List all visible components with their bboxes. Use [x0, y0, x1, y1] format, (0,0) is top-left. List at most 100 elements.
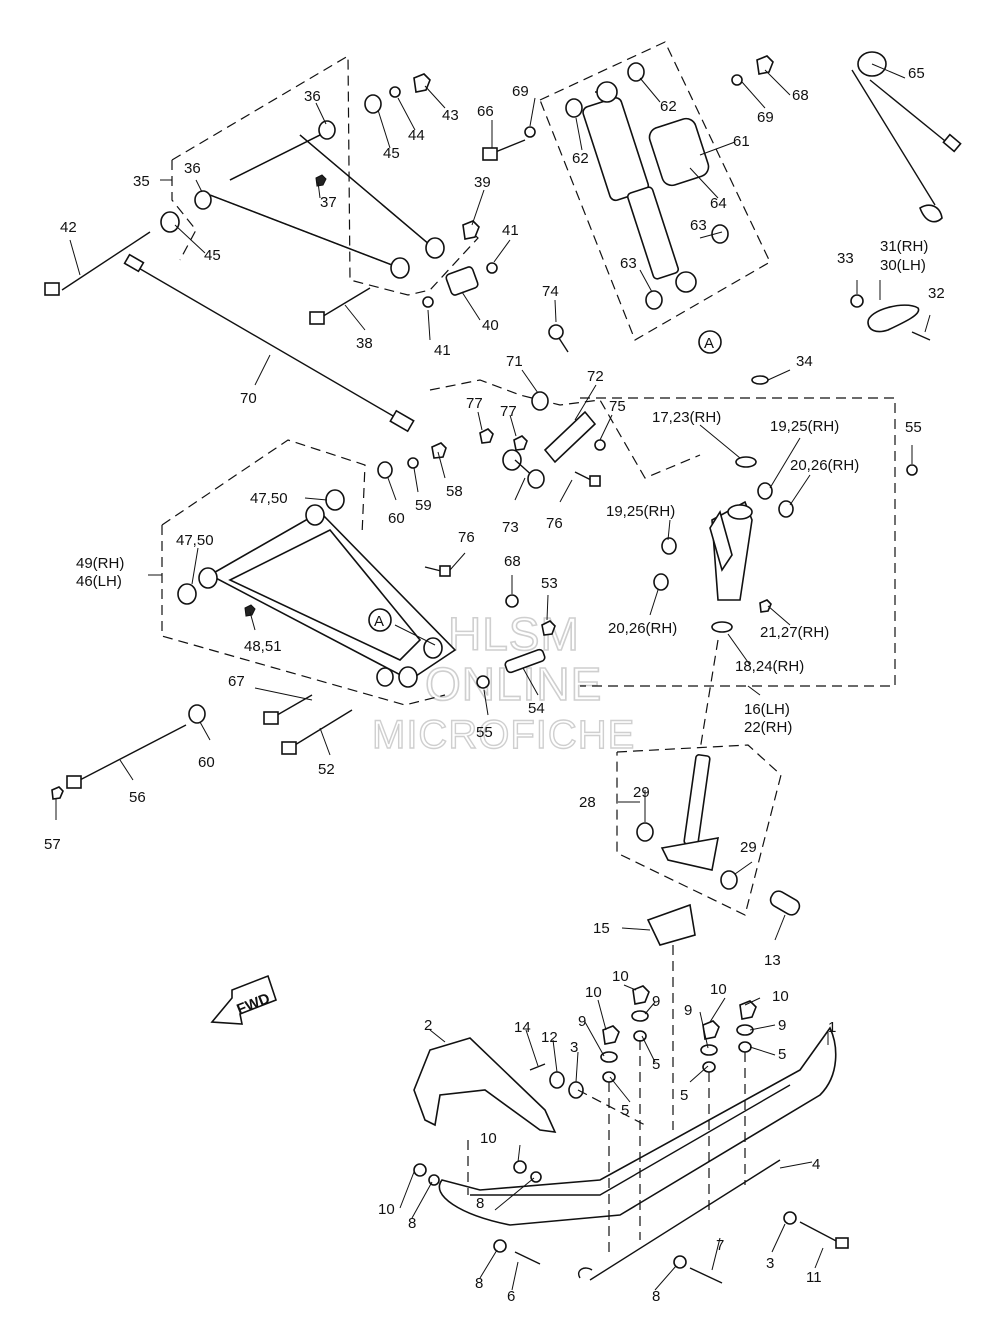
part-label: 16(LH) — [744, 701, 790, 718]
part-label: 9 — [778, 1017, 786, 1034]
part-label: 29 — [633, 784, 650, 801]
boundary-lower-arm — [161, 525, 446, 706]
part-label: 39 — [474, 174, 491, 191]
part-label: 19,25(RH) — [606, 503, 675, 520]
part-label: 62 — [572, 150, 589, 167]
part-label: 18,24(RH) — [735, 658, 804, 675]
callout-a-bottom: A — [374, 613, 384, 630]
mount-fasteners — [600, 985, 757, 1083]
part-label: 53 — [541, 575, 558, 592]
part-label: 49(RH) — [76, 555, 124, 572]
part-label: 47,50 — [250, 490, 288, 507]
part-label: 14 — [514, 1019, 531, 1036]
boundary-steering — [616, 744, 782, 916]
part-label: 10 — [378, 1201, 395, 1218]
fwd-arrow: FWD — [210, 974, 277, 1025]
part-label: 64 — [710, 195, 727, 212]
part-label: 58 — [446, 483, 463, 500]
part-label: 76 — [546, 515, 563, 532]
part-label: 71 — [506, 353, 523, 370]
part-label: 9 — [578, 1013, 586, 1030]
part-label: 69 — [757, 109, 774, 126]
tie-rod — [123, 253, 415, 433]
part-label: 77 — [500, 403, 517, 420]
part-label: 1 — [828, 1019, 836, 1036]
boundary-lower-arm-top — [161, 439, 366, 536]
part-label: 73 — [502, 519, 519, 536]
part-label: 10 — [710, 981, 727, 998]
part-label: 74 — [542, 283, 559, 300]
leader-lines — [55, 63, 931, 1291]
part-label: 72 — [587, 368, 604, 385]
part-label: 57 — [44, 836, 61, 853]
part-label: 60 — [388, 510, 405, 527]
part-label: 19,25(RH) — [770, 418, 839, 435]
watermark: HLSM ONLINE MICROFICHE — [371, 607, 635, 758]
upper-a-arm — [44, 73, 498, 325]
part-label: 68 — [504, 553, 521, 570]
part-label: 13 — [764, 952, 781, 969]
part-label: 34 — [796, 353, 813, 370]
part-label: 7 — [716, 1237, 724, 1254]
part-labels: 65 68 69 69 66 62 62 61 64 63 63 43 44 4… — [44, 65, 945, 1305]
part-label: 35 — [133, 173, 150, 190]
part-label: 38 — [356, 335, 373, 352]
part-label: 8 — [408, 1215, 416, 1232]
part-label: 9 — [684, 1002, 692, 1019]
part-label: 41 — [502, 222, 519, 239]
part-label: 36 — [184, 160, 201, 177]
part-label: 8 — [475, 1275, 483, 1292]
part-label: 69 — [512, 83, 529, 100]
part-label: 44 — [408, 127, 425, 144]
part-label: 9 — [652, 993, 660, 1010]
part-label: 5 — [680, 1087, 688, 1104]
part-label: 60 — [198, 754, 215, 771]
part-label: 63 — [690, 217, 707, 234]
part-label: 76 — [458, 529, 475, 546]
part-label: 20,26(RH) — [608, 620, 677, 637]
part-label: 31(RH) — [880, 238, 928, 255]
part-label: 41 — [434, 342, 451, 359]
steering-arm — [751, 294, 931, 385]
steering-shaft — [636, 754, 801, 946]
part-label: 5 — [652, 1056, 660, 1073]
part-label: 43 — [442, 107, 459, 124]
part-label: 5 — [778, 1046, 786, 1063]
part-label: 47,50 — [176, 532, 214, 549]
part-label: 42 — [60, 219, 77, 236]
callout-markers: A A — [368, 330, 722, 632]
part-label: 62 — [660, 98, 677, 115]
part-label: 45 — [383, 145, 400, 162]
part-label: 10 — [612, 968, 629, 985]
part-label: 10 — [480, 1130, 497, 1147]
part-label: 65 — [908, 65, 925, 82]
ski — [413, 639, 849, 1284]
part-label: 36 — [304, 88, 321, 105]
part-label: 52 — [318, 761, 335, 778]
part-label: 15 — [593, 920, 610, 937]
part-label: 29 — [740, 839, 757, 856]
part-label: 68 — [792, 87, 809, 104]
part-label: 10 — [585, 984, 602, 1001]
watermark-line1: HLSM — [448, 608, 580, 660]
part-label: 2 — [424, 1017, 432, 1034]
part-label: 22(RH) — [744, 719, 792, 736]
part-label: 54 — [528, 700, 545, 717]
part-label: 67 — [228, 673, 245, 690]
part-label: 75 — [609, 398, 626, 415]
part-label: 3 — [570, 1039, 578, 1056]
part-label: 3 — [766, 1255, 774, 1272]
part-label: 46(LH) — [76, 573, 122, 590]
part-label: 55 — [476, 724, 493, 741]
spindle — [653, 456, 918, 633]
part-label: 5 — [621, 1102, 629, 1119]
watermark-line3: MICROFICHE — [372, 713, 635, 757]
part-label: 59 — [415, 497, 432, 514]
part-label: 30(LH) — [880, 257, 926, 274]
part-label: 77 — [466, 395, 483, 412]
boundary-upper-arm — [171, 54, 479, 296]
part-label: 8 — [652, 1288, 660, 1305]
part-label: 33 — [837, 250, 854, 267]
part-label: 45 — [204, 247, 221, 264]
